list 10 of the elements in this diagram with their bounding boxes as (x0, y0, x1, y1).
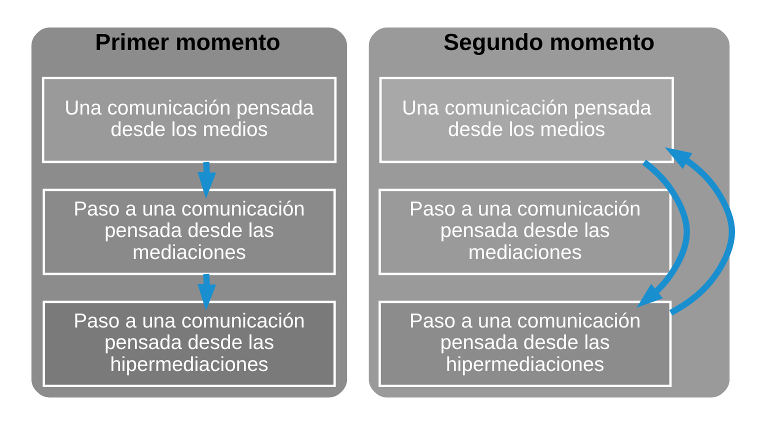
node-box: Paso a una comunicación pensada desde las hipermediaciones (378, 300, 672, 388)
node-box: Paso a una comunicación pensada desde las hipermediaciones (42, 300, 336, 388)
arrow (636, 160, 690, 308)
arrow (197, 274, 216, 311)
arrow (197, 162, 216, 199)
node-box: Paso a una comunicación pensada desde las mediaciones (42, 188, 336, 276)
node-box: Una comunicación pensada desde los medios (41, 76, 336, 164)
arrow (664, 147, 734, 316)
node-box: Paso a una comunicación pensada desde las mediaciones (378, 188, 672, 276)
node-box: Una comunicación pensada desde los medios (378, 76, 674, 164)
